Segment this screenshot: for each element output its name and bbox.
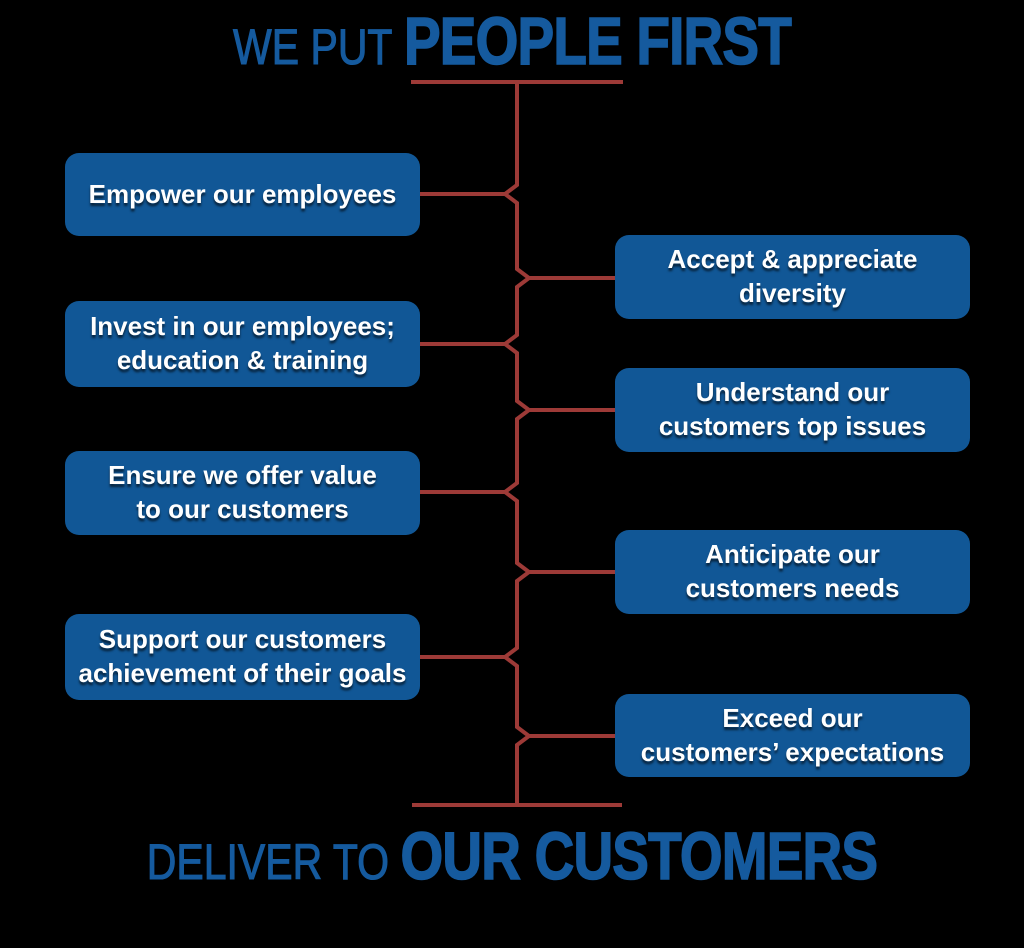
box-text-line: achievement of their goals [78,658,407,688]
box-text-line: Accept & appreciate [667,244,918,275]
box-text-line: Invest in our employees; [90,311,395,342]
value-box-invest-employees: Invest in our employees; education & tra… [65,301,420,387]
box-text-line: to our customers [136,494,349,524]
box-text-line: Empower our employees [88,178,397,209]
box-text-line: customers needs [685,573,900,603]
bottom-title: DELIVER TO OUR CUSTOMERS [92,819,932,894]
top-title-heavy: PEOPLE FIRST [403,4,792,79]
box-text-line: Anticipate our [705,539,880,570]
value-box-anticipate-needs: Anticipate our customers needs [615,530,970,614]
top-title-light: WE PUT [233,19,393,75]
bottom-title-light: DELIVER TO [146,834,390,890]
box-text-line: education & training [116,345,369,375]
central-spine-line [501,82,533,805]
value-box-offer-value: Ensure we offer value to our customers [65,451,420,535]
value-box-empower-employees: Empower our employees [65,153,420,236]
bottom-title-heavy: OUR CUSTOMERS [400,819,879,894]
top-title: WE PUT PEOPLE FIRST [92,4,932,79]
box-text-line: Ensure we offer value [108,460,377,491]
value-box-understand-issues: Understand our customers top issues [615,368,970,452]
value-box-accept-diversity: Accept & appreciate diversity [615,235,970,319]
box-text-line: customers’ expectations [640,736,945,767]
box-text-line: customers top issues [658,411,927,441]
box-text-line: Exceed our [722,702,863,733]
box-text-line: diversity [739,278,846,308]
value-box-exceed-expectations: Exceed our customers’ expectations [615,694,970,777]
box-text-line: Support our customers [98,624,387,655]
box-text-line: Understand our [695,377,890,408]
value-box-support-goals: Support our customers achievement of the… [65,614,420,700]
